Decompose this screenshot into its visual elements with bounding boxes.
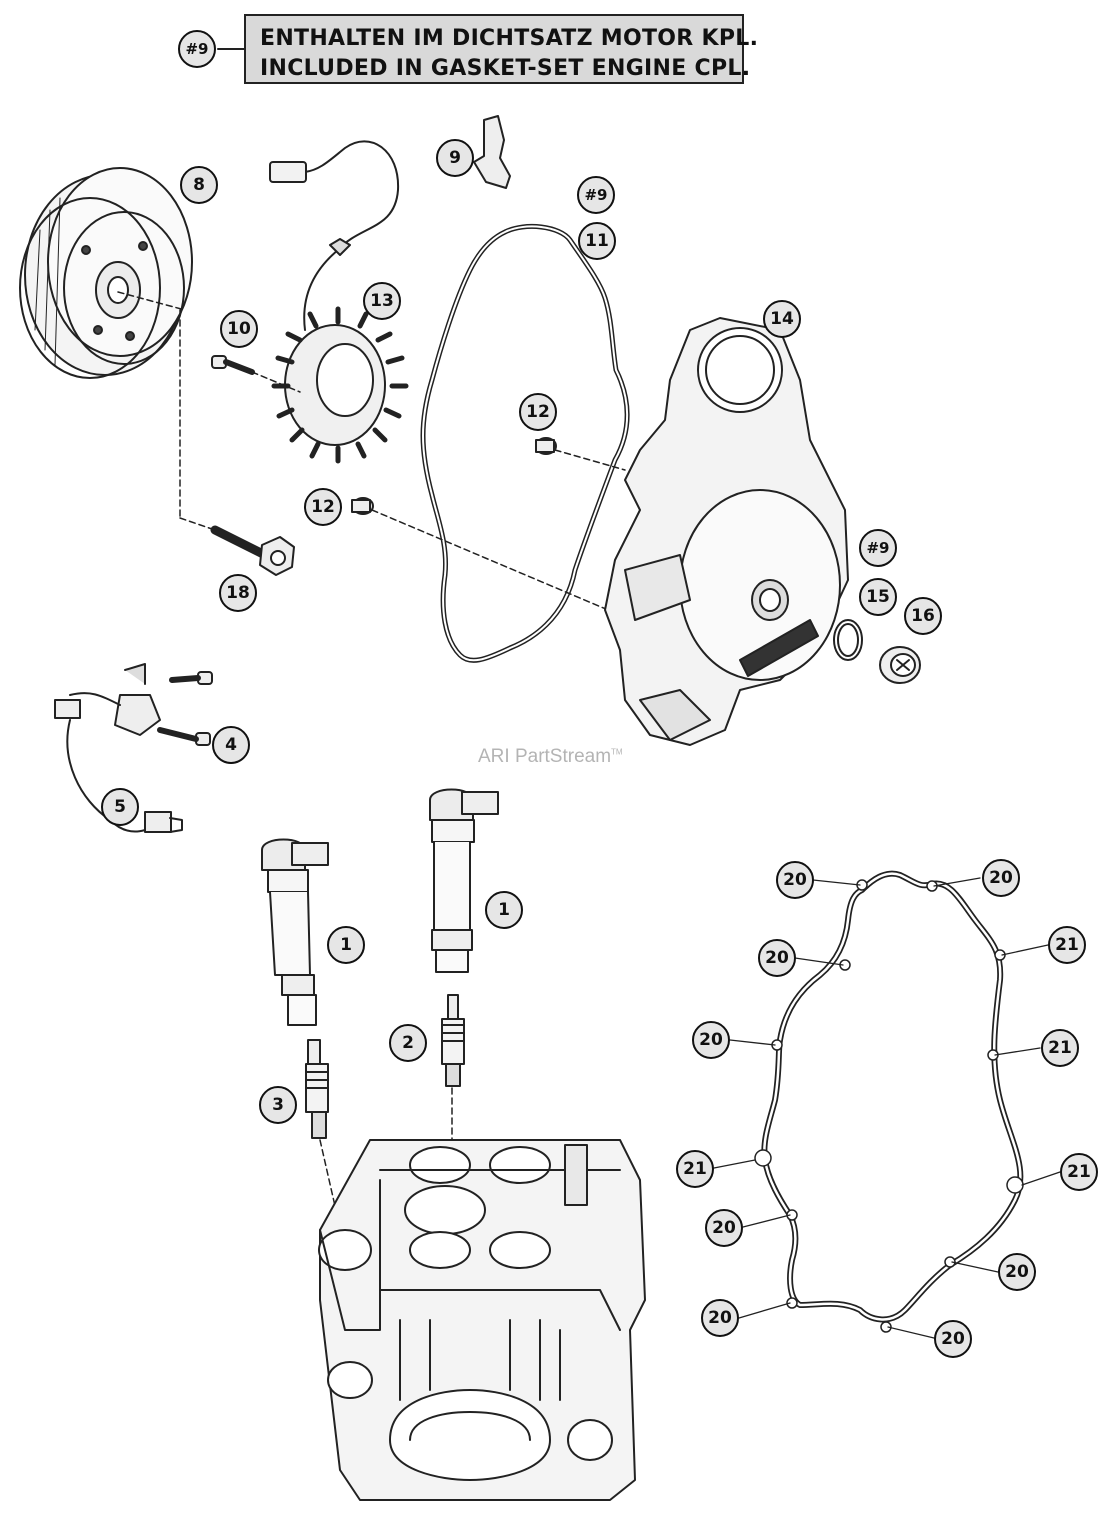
callout-13[interactable]: 13 (363, 282, 401, 320)
cover-gasket-11 (420, 224, 630, 663)
cable-clip-icon (473, 115, 511, 189)
callout-4[interactable]: 4 (212, 726, 250, 764)
cylinder-head-icon (318, 1139, 646, 1501)
screw-10-icon (211, 355, 255, 375)
callout-14[interactable]: 14 (763, 300, 801, 338)
callout-9[interactable]: 9 (436, 139, 474, 177)
ignition-cover-icon (604, 317, 849, 746)
dowel-sleeve-icon (351, 497, 374, 515)
dowel-sleeve-icon (535, 437, 557, 455)
watermark: ARI PartStreamTM (478, 746, 623, 768)
callout-20[interactable]: 20 (701, 1299, 739, 1337)
screw-4-icon (157, 671, 213, 746)
callout-20[interactable]: 20 (758, 939, 796, 977)
callout-2[interactable]: 2 (389, 1024, 427, 1062)
callout-hash-9-right: #9 (859, 529, 897, 567)
stator-icon (271, 306, 409, 464)
spark-plug-3-icon (305, 1039, 329, 1139)
watermark-tm: TM (611, 747, 623, 757)
callout-20[interactable]: 20 (692, 1021, 730, 1059)
large-gasket-icon (761, 870, 1024, 1323)
legend-line-german: ENTHALTEN IM DICHTSATZ MOTOR KPL. (260, 26, 759, 51)
flywheel-icon (19, 167, 193, 379)
stator-cable (303, 249, 339, 331)
callout-20[interactable]: 20 (776, 861, 814, 899)
callout-15[interactable]: 15 (859, 578, 897, 616)
callout-20[interactable]: 20 (705, 1209, 743, 1247)
callout-10[interactable]: 10 (220, 310, 258, 348)
o-ring-icon (833, 619, 863, 661)
spark-plug-2-icon (441, 994, 465, 1087)
gasket-set-legend: ENTHALTEN IM DICHTSATZ MOTOR KPL. INCLUD… (244, 14, 758, 84)
bolt-18-icon (210, 525, 295, 576)
callout-12-lower[interactable]: 12 (304, 488, 342, 526)
stator-connector-icon (269, 161, 307, 183)
pickup-sensor-icon (54, 663, 183, 833)
callout-21[interactable]: 21 (1048, 926, 1086, 964)
legend-line-english: INCLUDED IN GASKET-SET ENGINE CPL. (260, 56, 751, 81)
callout-21[interactable]: 21 (1060, 1153, 1098, 1191)
callout-20[interactable]: 20 (982, 859, 1020, 897)
callout-3[interactable]: 3 (259, 1086, 297, 1124)
callout-12-upper[interactable]: 12 (519, 393, 557, 431)
callout-20[interactable]: 20 (998, 1253, 1036, 1291)
callout-1-left[interactable]: 1 (327, 926, 365, 964)
ignition-coil-left-icon (261, 838, 329, 1026)
callout-20[interactable]: 20 (934, 1320, 972, 1358)
callout-16[interactable]: 16 (904, 597, 942, 635)
callout-18[interactable]: 18 (219, 574, 257, 612)
callout-21[interactable]: 21 (1041, 1029, 1079, 1067)
callout-1-right[interactable]: 1 (485, 891, 523, 929)
callout-hash-9-top: #9 (577, 176, 615, 214)
legend-ref-callout: #9 (178, 30, 216, 68)
callout-5[interactable]: 5 (101, 788, 139, 826)
callout-11[interactable]: 11 (578, 222, 616, 260)
ignition-coil-right-icon (429, 788, 499, 973)
callout-21[interactable]: 21 (676, 1150, 714, 1188)
screw-plug-icon (879, 646, 921, 684)
watermark-text: ARI PartStream (478, 746, 612, 767)
callout-8[interactable]: 8 (180, 166, 218, 204)
